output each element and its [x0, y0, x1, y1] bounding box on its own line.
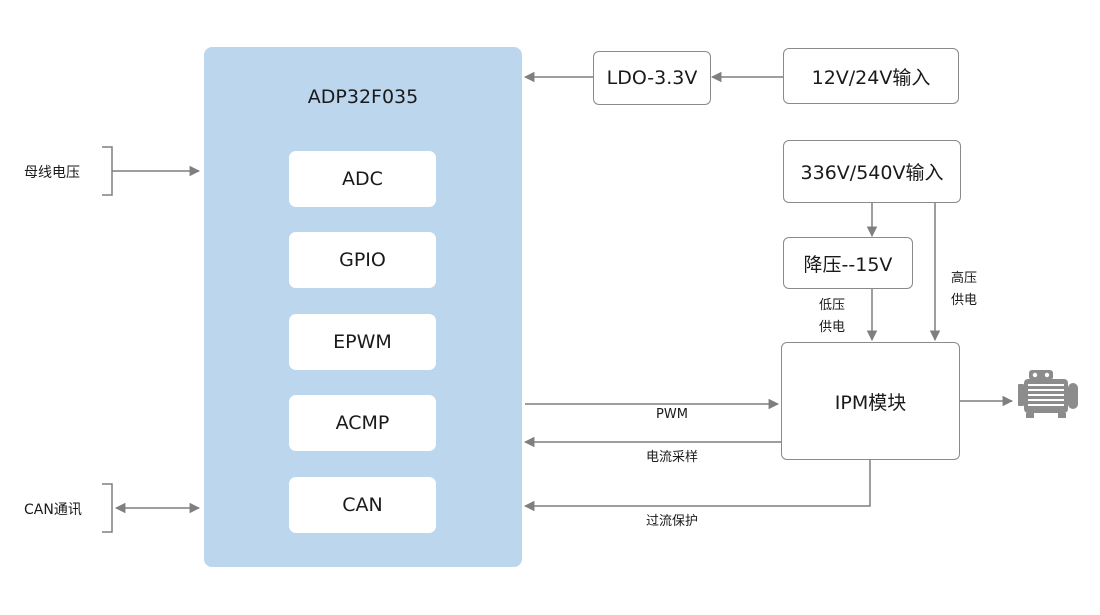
high-voltage-supply-label: 高压 供电 [944, 268, 984, 312]
module-can: CAN [289, 477, 436, 533]
ipm-block: IPM模块 [781, 342, 960, 460]
module-adc: ADC [289, 151, 436, 207]
bus-voltage-bracket [102, 146, 113, 196]
low-voltage-supply-line-2: 供电 [818, 320, 845, 335]
can-comm-label: CAN通讯 [24, 502, 82, 518]
buck-block: 降压--15V [783, 237, 913, 289]
module-acmp: ACMP [289, 395, 436, 451]
bus-voltage-label: 母线电压 [24, 165, 80, 181]
current-sampling-label: 电流采样 [646, 450, 699, 465]
module-epwm: EPWM [289, 314, 436, 370]
high-voltage-input-block: 336V/540V输入 [783, 140, 961, 203]
module-gpio: GPIO [289, 232, 436, 288]
can-bracket [102, 483, 113, 533]
arrow-overcurrent [523, 460, 871, 512]
overcurrent-protection-label: 过流保护 [646, 514, 699, 529]
motor-icon [1018, 370, 1078, 418]
low-voltage-input-block: 12V/24V输入 [783, 48, 959, 104]
pwm-label: PWM [656, 407, 688, 422]
low-voltage-supply-line-1: 低压 [818, 298, 845, 313]
low-voltage-supply-label: 低压 供电 [812, 295, 852, 339]
high-voltage-supply-line-2: 供电 [950, 293, 977, 308]
mcu-title: ADP32F035 [307, 86, 419, 108]
high-voltage-supply-line-1: 高压 [950, 271, 977, 286]
ldo-block: LDO-3.3V [593, 51, 711, 105]
